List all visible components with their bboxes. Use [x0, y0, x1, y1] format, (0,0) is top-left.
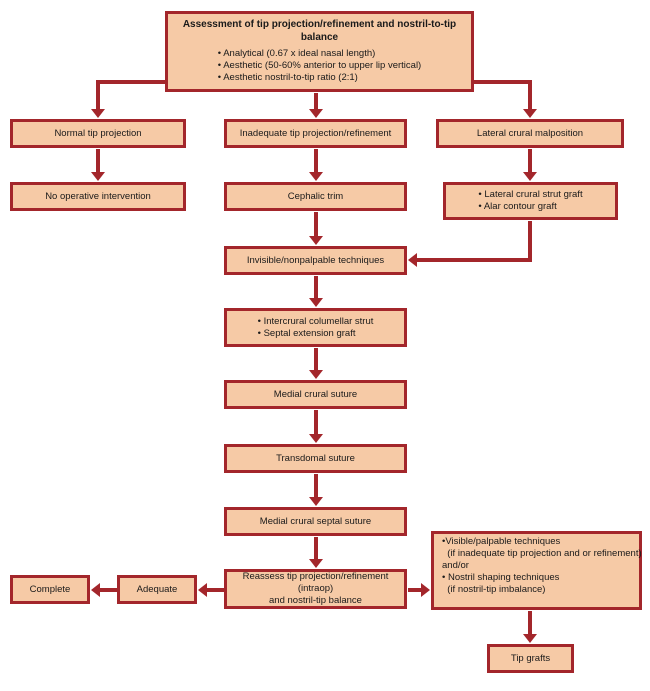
- medial-crural-suture-label: Medial crural suture: [273, 388, 358, 400]
- arrow-septal-to-reassess: [309, 537, 323, 568]
- tip-grafts-label: Tip grafts: [510, 652, 551, 664]
- transdomal-suture-label: Transdomal suture: [276, 452, 355, 464]
- arrow-intercrural-to-medial: [309, 348, 323, 379]
- reassess-line: Reassess tip projection/refinement (intr…: [242, 571, 389, 595]
- visible-techniques-line: •Visible/palpable techniques: [442, 536, 561, 547]
- lateral-grafts-item: • Alar contour graft: [478, 201, 557, 212]
- intercrural-item: • Septal extension graft: [257, 327, 356, 339]
- visible-techniques-line: and/or: [442, 559, 469, 571]
- assessment-title: Assessment of tip projection/refinement …: [182, 19, 457, 43]
- complete-label: Complete: [29, 583, 71, 595]
- transdomal-suture-box: Transdomal suture: [224, 444, 407, 473]
- arrow-reassess-to-visible: [408, 583, 430, 597]
- arrow-normal-to-no-intervention: [91, 149, 105, 181]
- arrow-adequate-to-complete: [91, 583, 117, 597]
- adequate-label: Adequate: [136, 583, 178, 595]
- lateral-grafts-box: • Lateral crural strut graft • Alar cont…: [443, 182, 618, 220]
- tip-grafts-box: Tip grafts: [487, 644, 574, 673]
- visible-techniques-line: • Nostril shaping techniques: [442, 571, 560, 583]
- complete-box: Complete: [10, 575, 90, 604]
- no-intervention-label: No operative intervention: [45, 190, 151, 202]
- inadequate-tip-label: Inadequate tip projection/refinement: [239, 127, 392, 139]
- arrow-grafts-to-invisible: [408, 221, 532, 267]
- assessment-item: • Aesthetic (50-60% anterior to upper li…: [217, 60, 422, 72]
- arrow-visible-to-tip-grafts: [523, 611, 537, 643]
- assessment-item: • Analytical (0.67 x ideal nasal length): [217, 48, 376, 60]
- medial-crural-suture-box: Medial crural suture: [224, 380, 407, 409]
- visible-techniques-line: (if nostril-tip imbalance): [442, 583, 546, 595]
- arrow-invisible-to-intercrural: [309, 276, 323, 307]
- reassess-line: and nostril-tip balance: [269, 594, 362, 606]
- visible-techniques-box: •Visible/palpable techniques (if inadequ…: [431, 531, 642, 610]
- arrow-transdomal-to-septal: [309, 474, 323, 506]
- reassess-box: Reassess tip projection/refinement (intr…: [224, 569, 407, 609]
- arrow-assessment-to-inadequate: [309, 93, 323, 118]
- lateral-grafts-item: • Lateral crural strut graft: [478, 189, 583, 201]
- arrow-inadequate-to-cephalic: [309, 149, 323, 181]
- adequate-box: Adequate: [117, 575, 197, 604]
- intercrural-box: • Intercrural columellar strut • Septal …: [224, 308, 407, 347]
- arrow-lateral-to-grafts: [523, 149, 537, 181]
- assessment-box: Assessment of tip projection/refinement …: [165, 11, 474, 92]
- arrow-assessment-to-lateral: [474, 80, 537, 118]
- normal-tip-label: Normal tip projection: [54, 127, 142, 139]
- lateral-crural-label: Lateral crural malposition: [476, 127, 584, 139]
- normal-tip-box: Normal tip projection: [10, 119, 186, 148]
- no-intervention-box: No operative intervention: [10, 182, 186, 211]
- medial-crural-septal-label: Medial crural septal suture: [259, 515, 372, 527]
- assessment-item: • Aesthetic nostril-to-tip ratio (2:1): [217, 71, 358, 83]
- inadequate-tip-box: Inadequate tip projection/refinement: [224, 119, 407, 148]
- arrow-medial-to-transdomal: [309, 410, 323, 443]
- invisible-techniques-box: Invisible/nonpalpable techniques: [224, 246, 407, 275]
- cephalic-trim-label: Cephalic trim: [287, 190, 344, 202]
- visible-techniques-line: (if inadequate tip projection and or ref…: [442, 547, 642, 559]
- intercrural-item: • Intercrural columellar strut: [257, 315, 374, 327]
- lateral-crural-box: Lateral crural malposition: [436, 119, 624, 148]
- invisible-techniques-label: Invisible/nonpalpable techniques: [246, 254, 385, 266]
- arrow-cephalic-to-invisible: [309, 212, 323, 245]
- medial-crural-septal-box: Medial crural septal suture: [224, 507, 407, 536]
- cephalic-trim-box: Cephalic trim: [224, 182, 407, 211]
- arrow-assessment-to-normal: [91, 80, 165, 118]
- arrow-reassess-to-adequate: [198, 583, 224, 597]
